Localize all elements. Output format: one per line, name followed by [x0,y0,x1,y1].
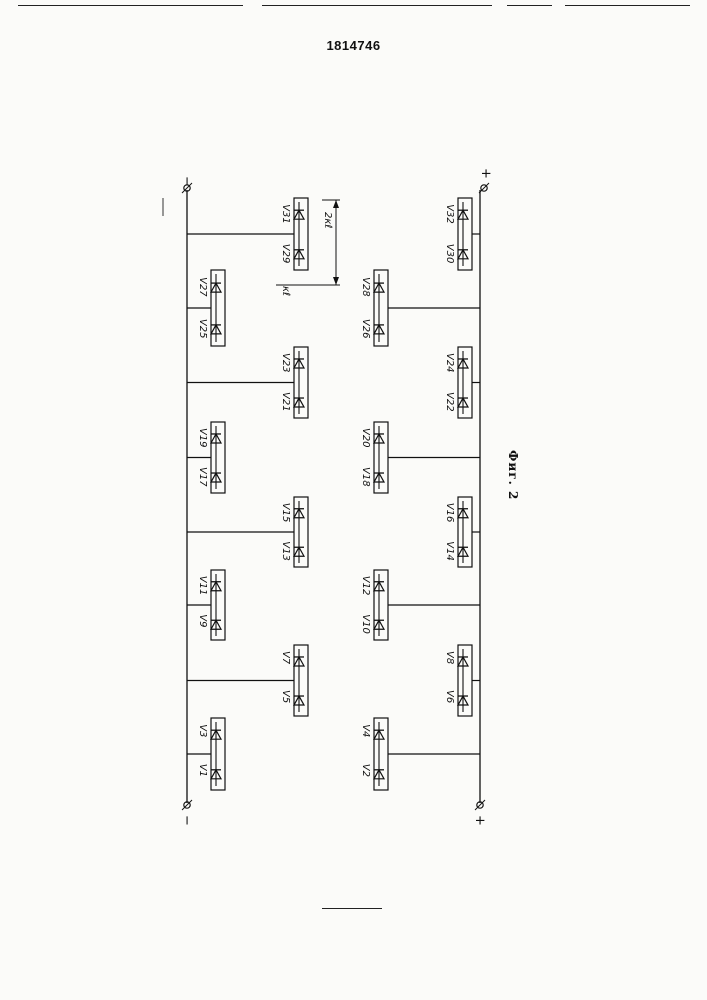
label-v24: V24 [444,353,455,373]
label-v17: V17 [197,467,208,487]
label-v25: V25 [197,319,208,339]
label-v5: V5 [280,690,291,703]
diode-module-m13: V27V25 [187,270,225,346]
label-v31: V31 [280,204,291,224]
label-v21: V21 [280,392,291,412]
label-v29: V29 [280,244,291,264]
bus-lines [187,190,480,803]
label-v20: V20 [360,428,371,448]
label-v27: V27 [197,277,208,297]
dim-arrow-top [333,200,339,208]
label-v9: V9 [197,614,208,627]
diode-modules: V3V1V4V2V7V5V8V6V11V9V12V10V15V13V16V14V… [187,198,480,790]
label-v11: V11 [197,576,208,596]
diode-module-m12: V24V22 [444,347,480,418]
module-body [374,270,388,346]
diode-module-m4: V8V6 [444,645,480,716]
label-v10: V10 [360,614,371,634]
label-v19: V19 [197,428,208,448]
label-v12: V12 [360,576,371,596]
figure-caption: Фиг. 2 [506,450,520,500]
terminal-label-left-top: − [179,176,194,187]
terminal-right-top: + [478,168,493,193]
terminal-label-right-bottom: + [472,815,487,826]
diode-module-m16: V32V30 [444,198,480,270]
dim-arrow-bottom [333,277,339,285]
label-v18: V18 [360,467,371,487]
label-v23: V23 [280,353,291,373]
diode-module-m9: V19V17 [187,422,225,493]
terminal-left-bottom: − [179,800,194,826]
dimension-label-2kl: 2кℓ [322,212,333,229]
terminal-label-left-bottom: − [179,815,194,826]
dimension-label-kl: кℓ [280,286,291,296]
label-v26: V26 [360,319,371,339]
diode-module-m5: V11V9 [187,570,225,640]
label-v13: V13 [280,541,291,561]
diode-module-m8: V16V14 [444,497,480,567]
diode-module-m3: V7V5 [187,645,308,716]
diode-module-m14: V28V26 [360,270,480,346]
label-v1: V1 [197,764,208,777]
module-body [211,270,225,346]
diode-module-m2: V4V2 [360,718,480,790]
label-v8: V8 [444,651,455,664]
diode-module-m15: V31V29 [187,198,308,270]
label-v2: V2 [360,764,371,777]
label-v32: V32 [444,204,455,224]
label-v7: V7 [280,651,291,665]
label-v4: V4 [360,724,371,737]
diode-module-m10: V20V18 [360,422,480,493]
diode-module-m11: V23V21 [187,347,308,418]
label-v6: V6 [444,690,455,703]
label-v15: V15 [280,503,291,523]
label-v30: V30 [444,244,455,264]
diode-module-m7: V15V13 [187,497,308,567]
label-v14: V14 [444,541,455,561]
diode-module-m1: V3V1 [187,718,225,790]
terminal-right-bottom: + [472,800,487,826]
label-v28: V28 [360,277,371,297]
label-v16: V16 [444,503,455,523]
diode-module-m6: V12V10 [360,570,480,640]
terminal-label-right-top: + [478,168,493,179]
label-v3: V3 [197,724,208,737]
footer-rule [322,908,382,909]
label-v22: V22 [444,392,455,412]
